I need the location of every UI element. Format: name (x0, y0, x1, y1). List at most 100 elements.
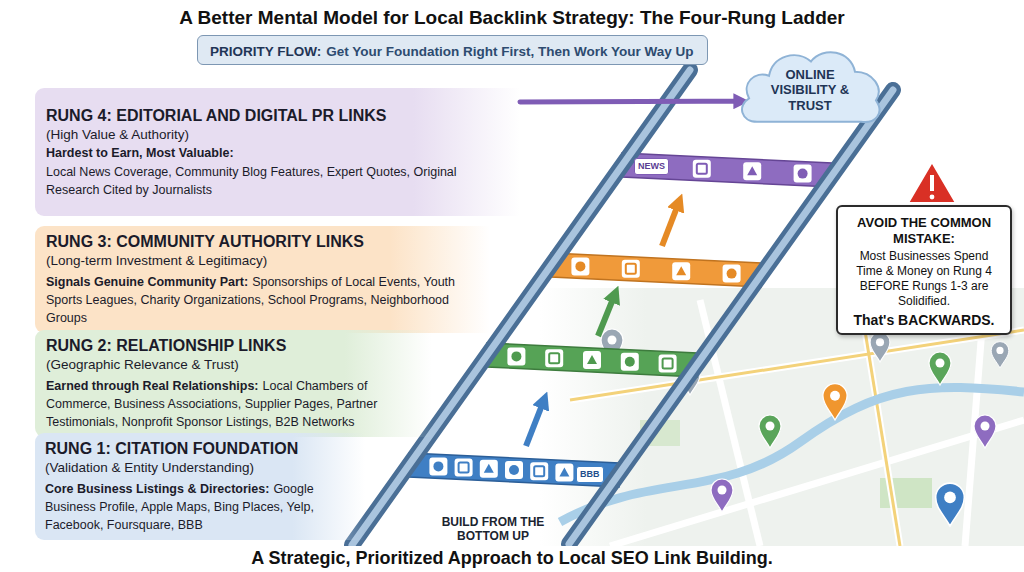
map-ground (540, 288, 1024, 546)
rung-icon (429, 457, 447, 475)
rung-icon (621, 353, 639, 371)
rung-icon (743, 162, 761, 180)
map-pin (759, 415, 781, 448)
pin-body (929, 352, 951, 385)
rung-subtitle: (High Value & Authority) (46, 126, 509, 144)
rung-icon (530, 462, 548, 480)
rung-icon (455, 459, 473, 477)
pin-hole (718, 486, 727, 495)
icon-tile (622, 260, 640, 278)
node-content: RUNG 1: CITATION FOUNDATION(Validation &… (35, 433, 365, 533)
icon-glyph (575, 261, 585, 271)
rung-heading: RUNG 1: CITATION FOUNDATION (45, 439, 355, 459)
step-arrow (598, 294, 615, 336)
icon-tile (743, 162, 761, 180)
icon-label: NEWS (634, 158, 669, 175)
icon-glyph (727, 269, 737, 279)
rung-panel: RUNG 1: CITATION FOUNDATION(Validation &… (35, 433, 365, 540)
icon-tile (571, 257, 589, 275)
rung-icon (507, 347, 525, 365)
rung-icon (693, 160, 711, 178)
rung-heading: RUNG 3: COMMUNITY AUTHORITY LINKS (46, 232, 479, 252)
icon-glyph (509, 465, 519, 475)
ladder-rung (622, 153, 832, 187)
rung-lead: Hardest to Earn, Most Valuable: (46, 145, 509, 161)
rung-heading: RUNG 4: EDITORIAL AND DIGITAL PR LINKS (46, 106, 509, 126)
icon-tile (507, 347, 525, 365)
banner-heading: PRIORITY FLOW: (210, 44, 321, 59)
pin-hole (996, 347, 1003, 354)
icon-glyph (626, 264, 636, 274)
node-content: AVOID THE COMMON MISTAKE:Most Businesses… (838, 207, 1010, 329)
rung-icon (672, 262, 690, 280)
node-content: PRIORITY FLOW:Get Your Foundation Right … (198, 36, 706, 60)
warning-callout: AVOID THE COMMON MISTAKE:Most Businesses… (836, 205, 1012, 335)
callout-body: Most Businesses Spend Time & Money on Ru… (847, 249, 1001, 309)
rung-icon (723, 265, 741, 283)
map-pin (929, 352, 951, 385)
map-pin (711, 479, 733, 512)
rung-panel: RUNG 4: EDITORIAL AND DIGITAL PR LINKS(H… (35, 88, 520, 216)
rung-icon (659, 355, 677, 373)
icon-glyph (459, 463, 469, 473)
node-content: RUNG 3: COMMUNITY AUTHORITY LINKS(Long-t… (35, 226, 490, 326)
rung-panel: RUNG 2: RELATIONSHIP LINKS(Geographic Re… (35, 330, 432, 437)
pin-hole (766, 422, 775, 431)
ladder-note: BUILD FROM THE BOTTOM UP (430, 515, 556, 543)
pin-body (991, 342, 1009, 368)
ladder-rung (487, 343, 697, 377)
rung-icon (583, 351, 601, 369)
step-arrow (526, 400, 544, 446)
icon-glyph (676, 266, 686, 275)
icon-tile (429, 457, 447, 475)
icon-tile (794, 165, 812, 183)
icon-glyph (625, 357, 635, 367)
warning-mark (930, 175, 934, 191)
pin-hole (608, 336, 617, 345)
rung-icon (622, 260, 640, 278)
icon-glyph (484, 464, 494, 473)
pin-body (974, 415, 996, 448)
map-highway (860, 300, 900, 546)
icon-tile (455, 459, 473, 477)
icon-tile (672, 262, 690, 280)
icon-tile (480, 460, 498, 478)
pin-hole (830, 391, 840, 401)
icon-tile (659, 355, 677, 373)
icon-glyph (433, 461, 443, 471)
ladder-rung (551, 253, 761, 287)
cloud-text: ONLINE VISIBILITY & TRUST (759, 67, 861, 114)
callout-emphasis: That's BACKWARDS. (847, 312, 1001, 329)
icon-tile (505, 461, 523, 479)
pin-hole (936, 359, 945, 368)
node-content: RUNG 2: RELATIONSHIP LINKS(Geographic Re… (35, 330, 432, 430)
priority-banner: PRIORITY FLOW:Get Your Foundation Right … (197, 35, 708, 65)
goal-cloud: ONLINE VISIBILITY & TRUST (735, 40, 885, 130)
icon-glyph (747, 166, 757, 175)
rung-lead: Signals Genuine Community Part: (46, 275, 248, 289)
icon-glyph (511, 351, 521, 361)
icon-glyph (663, 359, 673, 369)
icon-tile (545, 349, 563, 367)
pin-hole (876, 338, 884, 346)
pin-hole (981, 422, 990, 431)
map-pin (974, 415, 996, 448)
map-road (860, 300, 900, 546)
rung-icon (794, 165, 812, 183)
rung-heading: RUNG 2: RELATIONSHIP LINKS (46, 336, 421, 356)
rung-lead: Earned through Real Relationships: (46, 379, 259, 393)
map-pin (870, 332, 890, 362)
map-pin (991, 342, 1009, 368)
step-arrow (662, 202, 679, 246)
icon-glyph (697, 164, 707, 174)
flow-arrow (520, 99, 743, 105)
rung-icon (555, 463, 573, 481)
rung-subtitle: (Long-term Investment & Legitimacy) (46, 252, 479, 270)
rung-icon (480, 460, 498, 478)
rung-icon (505, 461, 523, 479)
ladder-rung (409, 453, 619, 487)
rung-body: Local News Coverage, Community Blog Feat… (46, 165, 457, 197)
icon-tile (693, 160, 711, 178)
rung-icon (545, 349, 563, 367)
map-pin (936, 483, 965, 526)
